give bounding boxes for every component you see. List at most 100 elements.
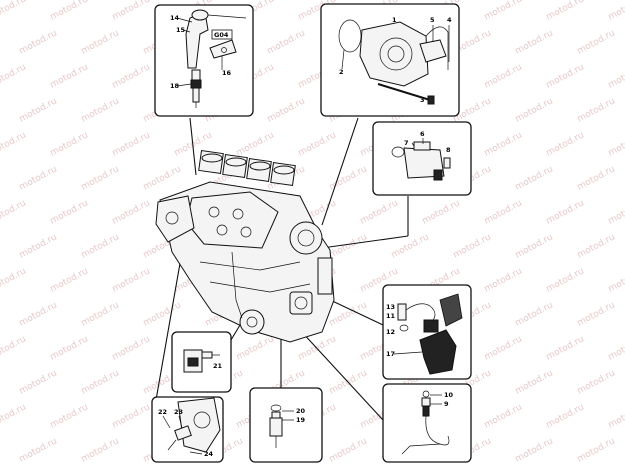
watermark-text: motod.ru <box>235 334 276 362</box>
watermark-text: motod.ru <box>545 198 586 226</box>
callout-2: 2 <box>339 68 344 76</box>
watermark-text: motod.ru <box>576 436 617 464</box>
detail-box-temp-sensor: 10 9 <box>382 383 472 463</box>
watermark-text: motod.ru <box>49 130 90 158</box>
watermark-text: motod.ru <box>545 334 586 362</box>
watermark-text: motod.ru <box>576 368 617 396</box>
watermark-text: motod.ru <box>297 130 338 158</box>
watermark-text: motod.ru <box>514 232 555 260</box>
watermark-text: motod.ru <box>545 266 586 294</box>
detail-box-thermostat: 6 7 8 <box>372 121 472 196</box>
watermark-text: motod.ru <box>514 300 555 328</box>
detail-box-connector: 21 <box>171 331 232 393</box>
watermark-text: motod.ru <box>111 130 152 158</box>
watermark-text: motod.ru <box>49 266 90 294</box>
watermark-text: motod.ru <box>545 0 586 23</box>
callout-19: 19 <box>296 416 306 424</box>
watermark-text: motod.ru <box>483 130 524 158</box>
watermark-text: motod.ru <box>49 198 90 226</box>
watermark-text: motod.ru <box>80 232 121 260</box>
watermark-text: motod.ru <box>49 62 90 90</box>
watermark-text: motod.ru <box>80 436 121 464</box>
watermark-text: motod.ru <box>49 0 90 23</box>
watermark-text: motod.ru <box>390 232 431 260</box>
watermark-text: motod.ru <box>607 402 625 430</box>
watermark-text: motod.ru <box>483 402 524 430</box>
badge-g04: G04 <box>214 31 229 39</box>
callout-23: 23 <box>174 408 183 416</box>
detail-box-engine-sensor: 22 23 24 <box>151 396 224 463</box>
watermark-text: motod.ru <box>49 402 90 430</box>
watermark-text: motod.ru <box>483 198 524 226</box>
callout-1: 1 <box>392 16 397 24</box>
watermark-text: motod.ru <box>483 0 524 23</box>
watermark-text: motod.ru <box>0 198 28 226</box>
watermark-text: motod.ru <box>80 28 121 56</box>
watermark-text: motod.ru <box>80 368 121 396</box>
callout-14: 14 <box>170 14 180 22</box>
callout-5: 5 <box>430 16 435 24</box>
detail-box-pressure-switch: 20 19 <box>249 387 323 463</box>
watermark-text: motod.ru <box>18 232 59 260</box>
callout-3: 3 <box>420 96 425 104</box>
watermark-text: motod.ru <box>576 96 617 124</box>
watermark-text: motod.ru <box>576 28 617 56</box>
watermark-text: motod.ru <box>607 334 625 362</box>
watermark-text: motod.ru <box>328 300 369 328</box>
watermark-text: motod.ru <box>18 368 59 396</box>
watermark-text: motod.ru <box>111 266 152 294</box>
watermark-text: motod.ru <box>328 436 369 464</box>
callout-6: 6 <box>420 130 425 138</box>
callout-22: 22 <box>158 408 167 416</box>
watermark-text: motod.ru <box>111 198 152 226</box>
watermark-text: motod.ru <box>142 164 183 192</box>
watermark-text: motod.ru <box>576 300 617 328</box>
watermark-text: motod.ru <box>18 436 59 464</box>
watermark-text: motod.ru <box>18 164 59 192</box>
watermark-text: motod.ru <box>514 96 555 124</box>
detail-box-ignition: G04 14 15 16 18 <box>154 4 254 117</box>
callout-21: 21 <box>213 362 223 370</box>
engine-illustration <box>155 150 335 343</box>
watermark-text: motod.ru <box>235 130 276 158</box>
watermark-text: motod.ru <box>607 266 625 294</box>
callout-11: 11 <box>386 312 396 320</box>
watermark-text: motod.ru <box>0 62 28 90</box>
watermark-text: motod.ru <box>514 28 555 56</box>
watermark-text: motod.ru <box>80 164 121 192</box>
watermark-text: motod.ru <box>0 334 28 362</box>
watermark-text: motod.ru <box>0 402 28 430</box>
watermark-text: motod.ru <box>545 130 586 158</box>
watermark-text: motod.ru <box>0 0 28 23</box>
watermark-text: motod.ru <box>576 232 617 260</box>
callout-17: 17 <box>386 350 395 358</box>
watermark-text: motod.ru <box>483 334 524 362</box>
watermark-text: motod.ru <box>452 232 493 260</box>
watermark-text: motod.ru <box>111 402 152 430</box>
watermark-text: motod.ru <box>18 28 59 56</box>
callout-8: 8 <box>446 146 451 154</box>
watermark-text: motod.ru <box>514 436 555 464</box>
watermark-text: motod.ru <box>514 368 555 396</box>
watermark-text: motod.ru <box>545 402 586 430</box>
watermark-text: motod.ru <box>80 300 121 328</box>
badge-g04-frame <box>211 29 233 40</box>
watermark-text: motod.ru <box>607 0 625 23</box>
callout-18: 18 <box>170 82 180 90</box>
watermark-text: motod.ru <box>111 334 152 362</box>
watermark-text: motod.ru <box>111 0 152 23</box>
watermark-text: motod.ru <box>18 300 59 328</box>
watermark-text: motod.ru <box>266 96 307 124</box>
watermark-text: motod.ru <box>576 164 617 192</box>
callout-15: 15 <box>176 26 186 34</box>
callout-10: 10 <box>444 391 454 399</box>
watermark-text: motod.ru <box>483 266 524 294</box>
watermark-text: motod.ru <box>0 130 28 158</box>
watermark-text: motod.ru <box>607 198 625 226</box>
callout-24: 24 <box>204 450 214 458</box>
watermark-text: motod.ru <box>80 96 121 124</box>
watermark-text: motod.ru <box>266 28 307 56</box>
callout-13: 13 <box>386 303 395 311</box>
callout-20: 20 <box>296 407 306 415</box>
